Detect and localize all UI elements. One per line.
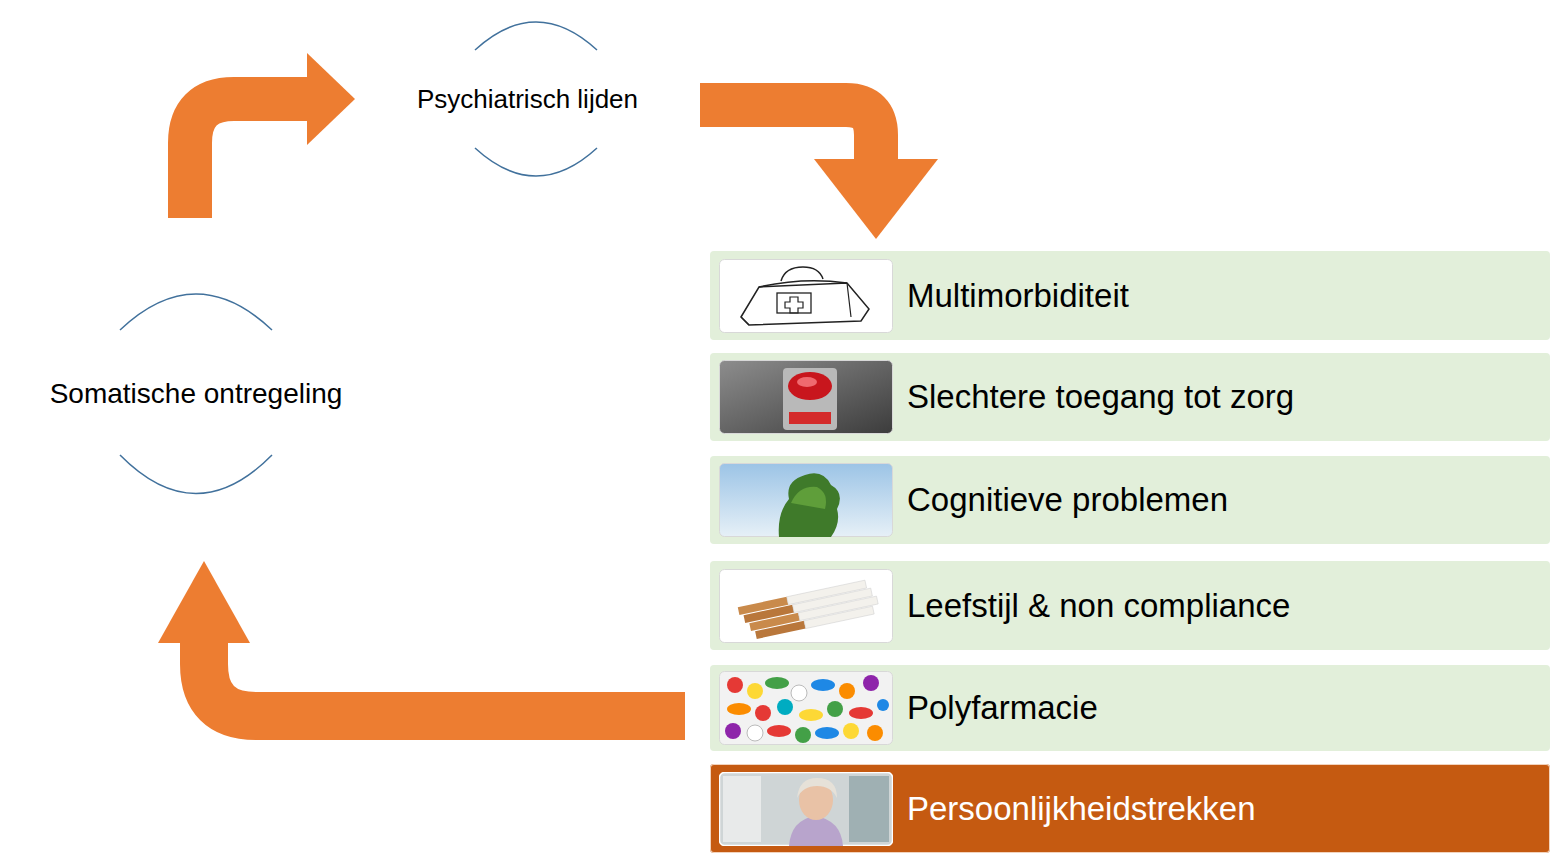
arrow-shaft [204,641,685,716]
factor-label: Polyfarmacie [907,689,1098,727]
factor-label: Leefstijl & non compliance [907,587,1290,625]
stage-label: Psychiatrisch lijden [417,84,638,115]
cycle-stage: Somatische ontregeling [15,280,377,507]
factor-bar: Slechtere toegang tot zorg [710,353,1550,441]
arrow-shaft [700,105,876,161]
factor-label: Persoonlijkheidstrekken [907,790,1256,828]
panic-button-icon [719,360,893,434]
tree-head-icon [719,463,893,537]
pills-icon [719,671,893,745]
factor-label: Slechtere toegang tot zorg [907,378,1294,416]
stage-label: Somatische ontregeling [50,378,343,410]
medical-bag-icon [719,259,893,333]
cigarettes-icon [719,569,893,643]
arc-line [475,22,597,50]
factor-bar: Polyfarmacie [710,665,1550,751]
arc-line [120,294,272,330]
cycle-stage: Psychiatrisch lijden [355,8,700,190]
cycle-arrow [190,53,355,218]
factor-bar: Cognitieve problemen [710,456,1550,544]
arrow-shaft [190,99,309,218]
factor-label: Cognitieve problemen [907,481,1228,519]
arc-line [475,148,597,176]
person-photo-icon [719,772,893,846]
arrow-head [158,561,250,643]
arrow-head [814,159,938,239]
arc-line [120,455,272,494]
cycle-arrow [700,105,938,239]
factor-bar: Persoonlijkheidstrekken [710,764,1550,853]
factor-bar: Multimorbiditeit [710,251,1550,340]
arrow-head [307,53,355,145]
factor-label: Multimorbiditeit [907,277,1129,315]
cycle-arrow [158,561,685,716]
factor-bar: Leefstijl & non compliance [710,561,1550,650]
